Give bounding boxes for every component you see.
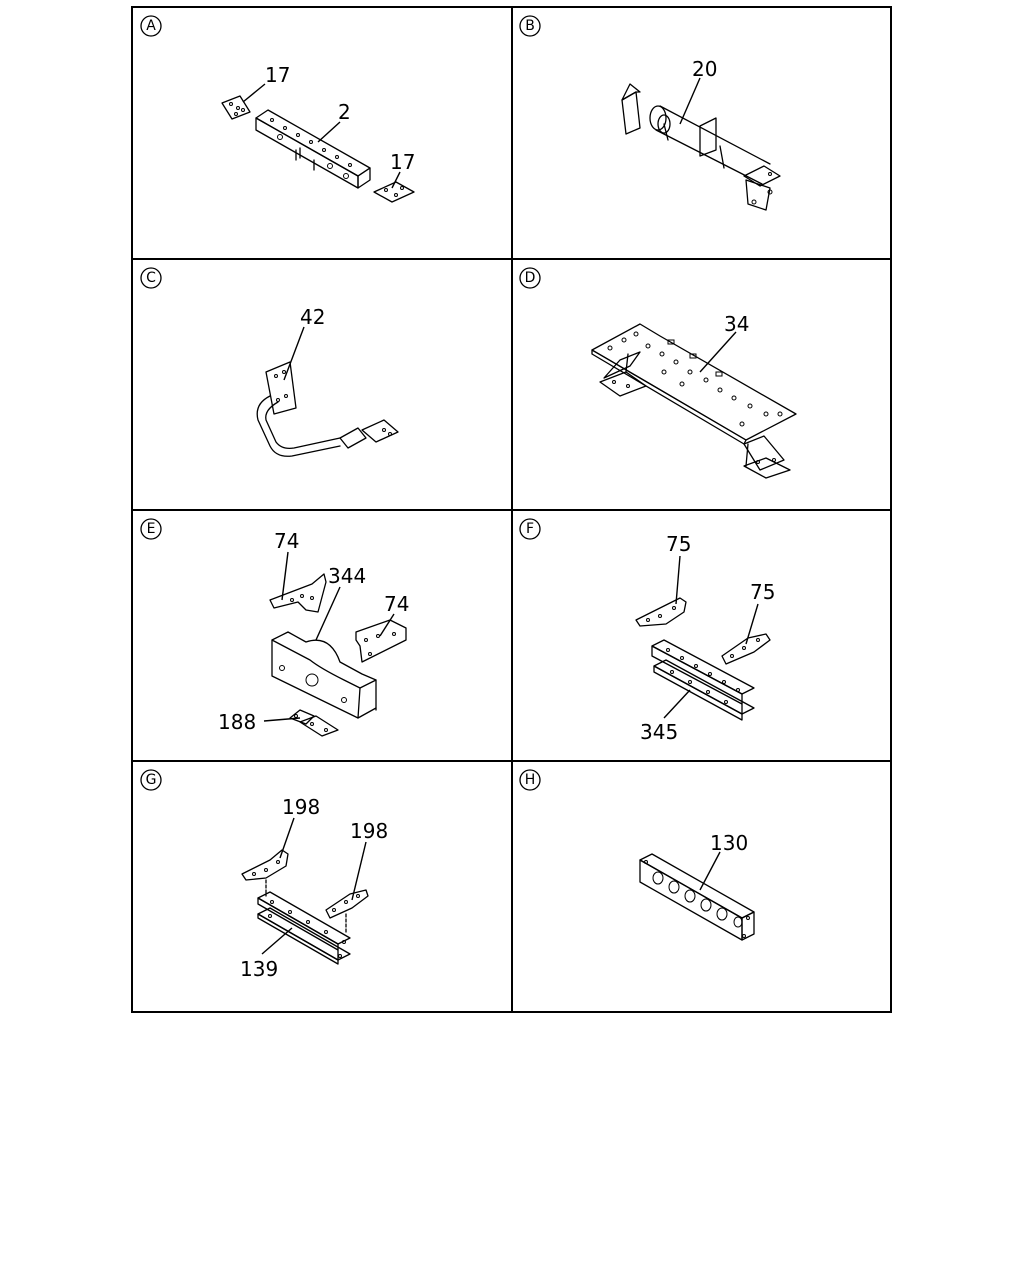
grid-frame <box>131 6 892 1013</box>
panel-letter-b: B <box>519 15 541 37</box>
part-130-crossmember <box>639 853 755 941</box>
panel-d: D 34 <box>519 267 797 479</box>
callout-20: 20 <box>692 57 717 81</box>
callout-75-right: 75 <box>750 580 775 604</box>
panel-letter-g: G <box>140 769 162 791</box>
callout-75-left: 75 <box>666 532 691 556</box>
panel-letter-a-text: A <box>146 18 156 34</box>
callout-198-right: 198 <box>350 819 388 843</box>
panel-f: F 75 75 <box>519 518 775 744</box>
leader-74-top <box>281 551 289 601</box>
callout-139: 139 <box>240 957 278 981</box>
callout-74-right: 74 <box>384 592 409 616</box>
panel-g: G 198 <box>140 769 388 981</box>
leader-74-right <box>379 613 395 637</box>
part-198-bracket-right <box>325 889 369 935</box>
leader-75-right <box>745 603 759 645</box>
callout-17-top: 17 <box>265 63 290 87</box>
panel-letter-e: E <box>140 518 162 540</box>
leader-198-left <box>279 817 295 859</box>
callout-345: 345 <box>640 720 678 744</box>
part-74-bracket-top <box>269 573 327 613</box>
leader-345 <box>663 689 691 719</box>
part-2-crossmember <box>255 109 371 189</box>
leader-17-bottom <box>391 171 401 189</box>
leader-17-top <box>242 83 266 103</box>
part-34-crossmember-plate <box>591 323 797 479</box>
part-188-bracket <box>289 709 339 737</box>
panel-h: H 130 <box>519 769 755 941</box>
leader-139 <box>261 927 293 955</box>
leader-20 <box>679 77 701 125</box>
panel-c: C 42 <box>140 267 399 457</box>
panel-letter-d-text: D <box>525 270 536 286</box>
leader-42 <box>283 326 305 381</box>
callout-198-left: 198 <box>282 795 320 819</box>
callout-344: 344 <box>328 564 366 588</box>
panel-letter-a: A <box>140 15 162 37</box>
callout-42: 42 <box>300 305 325 329</box>
panel-letter-c: C <box>140 267 162 289</box>
part-344-crossmember <box>271 631 377 719</box>
part-75-bracket-right <box>721 633 771 665</box>
leader-188 <box>263 717 301 722</box>
leader-75-left <box>675 555 681 605</box>
leader-198-right <box>351 841 367 901</box>
callout-188: 188 <box>218 710 256 734</box>
part-139-crossmember <box>257 891 351 965</box>
panel-letter-e-text: E <box>147 521 156 537</box>
part-17-bracket-right <box>373 181 415 203</box>
panel-letter-c-text: C <box>146 270 156 286</box>
panel-letter-f: F <box>519 518 541 540</box>
panel-letter-b-text: B <box>525 18 535 34</box>
leader-130 <box>699 851 721 891</box>
leader-2 <box>317 121 341 143</box>
callout-17-bottom: 17 <box>390 150 415 174</box>
part-74-bracket-right <box>355 619 407 663</box>
leader-34 <box>699 331 737 373</box>
callout-130: 130 <box>710 831 748 855</box>
panel-letter-f-text: F <box>526 521 534 537</box>
panel-a: A <box>140 15 415 203</box>
panel-letter-h: H <box>519 769 541 791</box>
part-17-bracket-left <box>221 95 251 120</box>
panel-letter-h-text: H <box>525 772 536 788</box>
callout-74-top: 74 <box>274 529 299 553</box>
part-75-bracket-left <box>635 597 687 627</box>
panel-b: B 20 <box>519 15 781 211</box>
callout-2: 2 <box>338 100 351 124</box>
leader-344 <box>315 586 341 641</box>
part-20-crossmember <box>621 83 781 211</box>
panel-e: E <box>140 518 409 737</box>
part-345-crossmember <box>651 639 755 721</box>
callout-34: 34 <box>724 312 749 336</box>
part-42-crossmember-tube <box>256 361 399 457</box>
panel-letter-d: D <box>519 267 541 289</box>
panel-letter-g-text: G <box>146 772 157 788</box>
